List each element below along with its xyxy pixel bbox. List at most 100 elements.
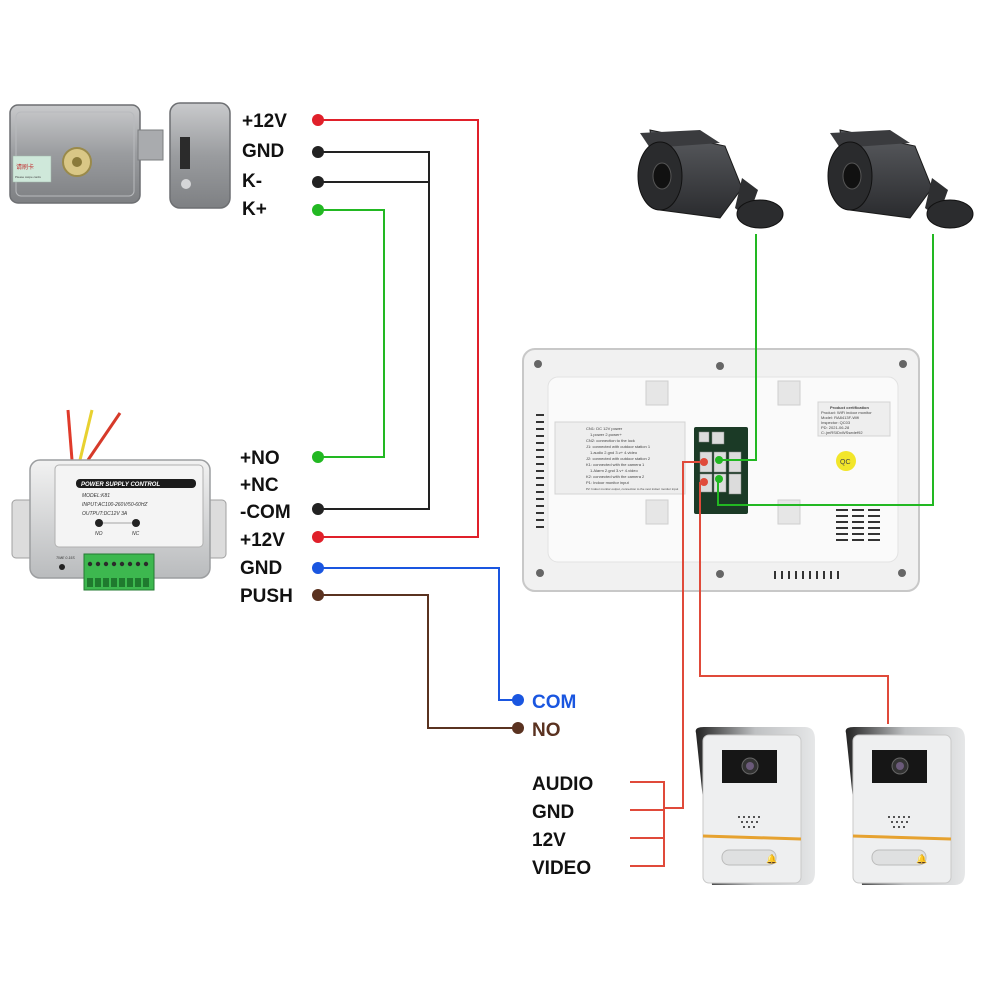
lock-sticker-cn: 请刷卡: [16, 163, 34, 171]
call-button-1[interactable]: [721, 849, 777, 866]
wire-camera-2: [717, 234, 934, 506]
terminal-dot: [312, 451, 324, 463]
camera-2: [827, 129, 974, 229]
cert-line-0: Product certification: [830, 405, 869, 410]
lock-terminal-label: K-: [242, 171, 262, 192]
psu-input: INPUT:AC100-260V/50-60HZ: [82, 502, 148, 508]
outdoor-station-1: 🔔: [695, 727, 815, 885]
pinout-label: VIDEO: [532, 858, 591, 879]
psu-title: POWER SUPPLY CONTROL: [81, 482, 160, 488]
terminal-dot: [312, 503, 324, 515]
dot-k1: [715, 456, 723, 464]
psu-model: MODEL:K81: [82, 493, 110, 499]
wire-k-plus: [318, 209, 385, 458]
wire-exit-no: [318, 594, 518, 729]
connector-cn1: [698, 431, 710, 443]
connector-p2: [728, 473, 742, 495]
spec-line-0: CN1: DC 12V power: [586, 426, 623, 431]
terminal-dot: [312, 146, 324, 158]
bell-icon: 🔔: [766, 854, 777, 865]
pinout-label: GND: [532, 802, 574, 823]
wire-station-1: [664, 461, 704, 809]
outdoor-pinout: AUDIO GND 12V VIDEO: [532, 774, 593, 879]
dot-j1: [700, 458, 708, 466]
terminal-dot: [312, 176, 324, 188]
left-vent: [536, 414, 544, 528]
terminal-dot: [312, 204, 324, 216]
psu-terminal-label: +NO: [240, 448, 280, 469]
spec-line-7: 1.Alarm 2.gnd 3.v+ 4.video: [590, 468, 638, 473]
wire-station-2: [699, 482, 889, 724]
lock-terminals: +12V GND K- K+: [242, 111, 324, 220]
terminal-dot: [312, 114, 324, 126]
led-nc-icon: [132, 519, 140, 527]
terminal-dot: [312, 531, 324, 543]
qc-sticker: [836, 451, 856, 471]
electric-lock: 请刷卡 Please swipe cards: [9, 102, 231, 209]
camera-2-mount: [926, 199, 974, 229]
pinout-label: AUDIO: [532, 774, 593, 795]
lock-terminal-label: GND: [242, 141, 284, 162]
psu-terminals: +NO +NC -COM +12V GND PUSH: [240, 448, 324, 607]
lock-sticker-en: Please swipe cards: [15, 175, 41, 179]
speaker-grille: [836, 509, 880, 541]
cert-label: [817, 401, 891, 437]
spec-line-10: P2: Indoor monitor output, connection to…: [586, 487, 678, 491]
outdoor-station-2: 🔔: [845, 727, 965, 885]
camera-1-mount: [736, 199, 784, 229]
spec-line-6: K1: connected with the camera 1: [586, 462, 645, 467]
exit-button-terminals: COM NO: [512, 692, 576, 741]
cert-line-2: Model: RA8413F-Wifi: [821, 415, 859, 420]
camera-1: [637, 129, 784, 229]
wire-12v: [318, 119, 479, 538]
pinout-label: 12V: [532, 830, 566, 851]
terminal-dot: [312, 589, 324, 601]
terminal-dot: [312, 562, 324, 574]
monitor-screws: [534, 360, 907, 578]
psu-output: OUTPUT:DC12V 3A: [82, 511, 128, 517]
call-button-2[interactable]: [871, 849, 927, 866]
connector-p1: [728, 451, 742, 473]
dot-j2: [700, 478, 708, 486]
wire-exit-com: [318, 567, 518, 701]
psu-terminal-label: -COM: [240, 502, 291, 523]
time-adjust-knob-icon[interactable]: [59, 564, 65, 570]
terminal-dot: [512, 694, 524, 706]
spec-line-1: 1.power 2.power+: [590, 432, 623, 437]
lock-sticker: [12, 155, 52, 183]
psu-terminal-label: +12V: [240, 530, 285, 551]
lock-terminal-label: +12V: [242, 111, 287, 132]
psu-terminal-label: +NC: [240, 475, 279, 496]
bell-icon: 🔔: [916, 854, 927, 865]
svg-text:QC: QC: [840, 459, 851, 466]
spec-line-9: P1: Indoor monitor input: [586, 480, 630, 485]
cert-line-1: Product: WiFi indoor monitor: [821, 410, 872, 415]
spec-line-8: K2: connected with the camera 2: [586, 474, 645, 479]
wire-gnd: [318, 151, 430, 510]
power-supply-unit: POWER SUPPLY CONTROL MODEL:K81 INPUT:AC1…: [11, 409, 227, 591]
psu-terminal-label: GND: [240, 558, 282, 579]
led-no-label: NO: [95, 531, 103, 537]
cert-line-5: C:.jmRSIDxWSsedef92: [821, 430, 863, 435]
lock-terminal-label: K+: [242, 199, 267, 220]
indoor-monitor: CN1: DC 12V power 1.power 2.power+ CN2: …: [522, 348, 920, 592]
terminal-dot: [512, 722, 524, 734]
connector-cn2: [711, 431, 725, 445]
psu-time-label: TIME 0-15S: [56, 556, 75, 560]
led-no-icon: [95, 519, 103, 527]
led-nc-label: NC: [132, 531, 140, 537]
psu-terminal-label: PUSH: [240, 586, 293, 607]
wires: [318, 119, 934, 867]
exit-no-label: NO: [532, 720, 561, 741]
spec-line-3: J1: connected with outdoor station 1: [586, 444, 651, 449]
spec-line-4: 1.audio 2.gnd 3.v+ 4.video: [590, 450, 638, 455]
spec-label: [554, 421, 686, 495]
cert-line-4: PD: 2021-06-28: [821, 425, 850, 430]
cert-line-3: Inspector: QC03: [821, 420, 851, 425]
spec-line-2: CN2: connection to the lock: [586, 438, 635, 443]
spec-line-5: J2: connected with outdoor station 2: [586, 456, 651, 461]
wire-camera-1: [718, 234, 757, 461]
dot-k2: [715, 475, 723, 483]
exit-com-label: COM: [532, 692, 576, 713]
